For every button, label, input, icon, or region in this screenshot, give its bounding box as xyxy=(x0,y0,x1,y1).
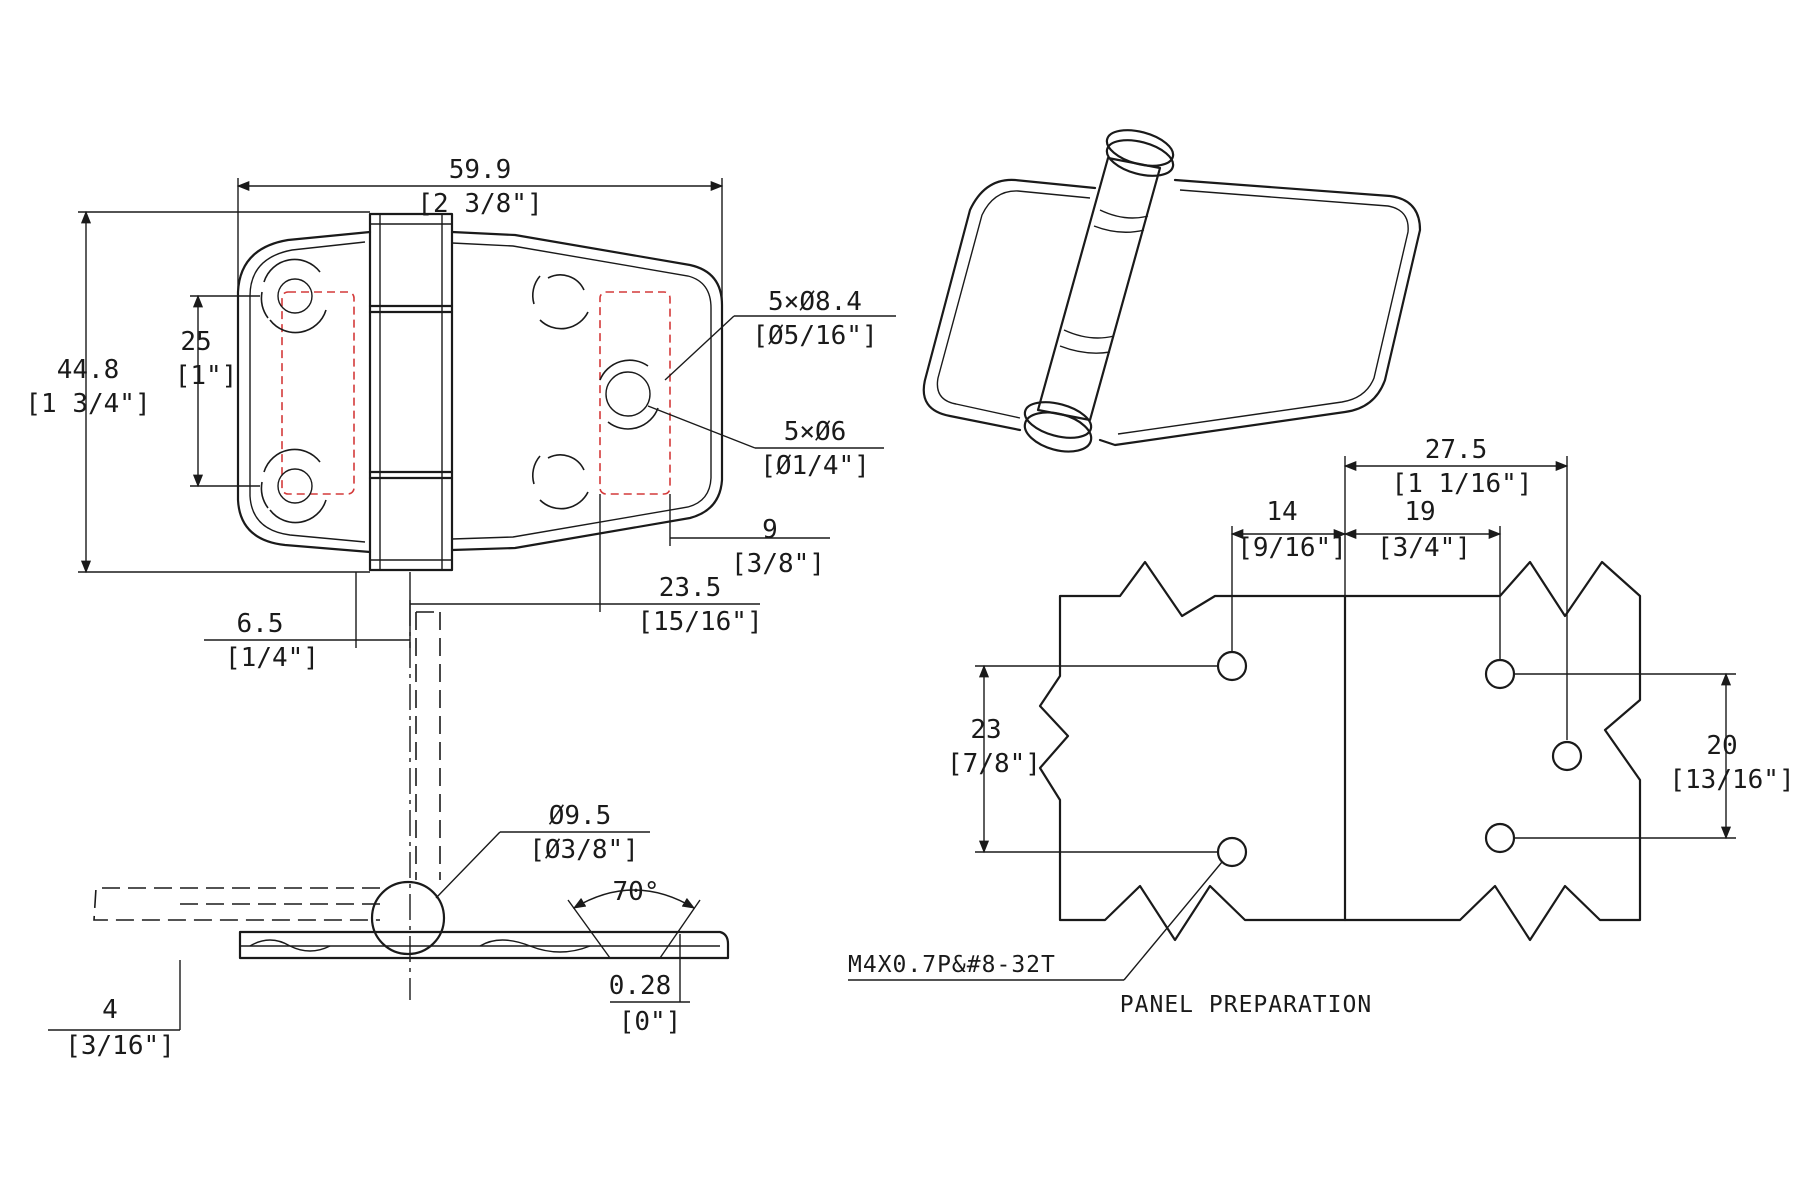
thread-note: M4X0.7P&#8-32T xyxy=(848,952,1056,978)
left-pocket-hidden xyxy=(281,291,355,495)
panel-preparation-view: 27.5 [1 1/16"] 14 [9/16"] 19 [3/4"] 23 [… xyxy=(848,435,1795,1018)
panel-left-spacing-dim: 23 xyxy=(970,715,1001,745)
leaf-height-dim: 4 xyxy=(102,995,118,1025)
overall-height-dim-inch: [1 3/4"] xyxy=(25,389,150,419)
front-view: 59.9 [2 3/8"] 44.8 [1 3/4"] 25 [1"] 5×Ø8… xyxy=(25,155,896,673)
knuckle-offset-dim: 6.5 xyxy=(237,609,284,639)
small-hole-callout: 5×Ø6 xyxy=(784,417,847,447)
panel-left-offset-dim-inch: [9/16"] xyxy=(1237,533,1347,563)
edge-offset-dim-inch: [3/8"] xyxy=(731,549,825,579)
overall-width-dim: 59.9 xyxy=(449,155,512,185)
panel-span-dim: 27.5 xyxy=(1425,435,1488,465)
large-hole-callout-inch: [Ø5/16"] xyxy=(752,321,877,351)
panel-left-offset-dim: 14 xyxy=(1266,497,1297,527)
hinge-knuckle xyxy=(368,212,454,572)
panel-hole-right-bottom xyxy=(1484,822,1516,854)
pin-diameter-dim: Ø9.5 xyxy=(549,801,612,831)
panel-right-offset-dim-inch: [3/4"] xyxy=(1377,533,1471,563)
panel-span-dim-inch: [1 1/16"] xyxy=(1392,469,1533,499)
overall-height-dim: 44.8 xyxy=(57,355,120,385)
right-leaf-inner xyxy=(451,242,712,540)
iso-left-leaf xyxy=(922,178,1097,432)
thickness-dim: 0.28 xyxy=(609,971,672,1001)
pin-diameter-dim-inch: [Ø3/8"] xyxy=(529,835,639,865)
hole-left-bottom xyxy=(260,448,327,524)
panel-hole-left-bottom xyxy=(1216,836,1248,868)
hole-right-bottom xyxy=(531,454,589,510)
panel-right-offset-dim: 19 xyxy=(1404,497,1435,527)
side-view: Ø9.5 [Ø3/8"] 70° 4 [3/16"] 0.28 [0"] xyxy=(48,600,730,1061)
hole-spacing-dim: 25 xyxy=(180,327,211,357)
hinge-pin xyxy=(370,880,446,956)
panel-right-spacing-dim-inch: [13/16"] xyxy=(1669,765,1794,795)
left-leaf-inner xyxy=(249,241,366,543)
right-pocket-hidden xyxy=(599,291,671,495)
panel-hole-right-top xyxy=(1484,658,1516,690)
leaf-height-dim-inch: [3/16"] xyxy=(65,1031,175,1061)
hole-right-middle xyxy=(599,359,659,430)
panel-preparation-title: PANEL PREPARATION xyxy=(1120,992,1372,1018)
panel-hole-right-middle xyxy=(1551,740,1583,772)
hole-spacing-dim-inch: [1"] xyxy=(175,361,238,391)
right-leaf-outline xyxy=(450,230,724,552)
thickness-dim-inch: [0"] xyxy=(619,1007,682,1037)
panel-hole-left-top xyxy=(1216,650,1248,682)
hole-left-top xyxy=(260,258,327,334)
knuckle-to-hole-dim-inch: [15/16"] xyxy=(637,607,762,637)
panel-outline xyxy=(1038,560,1642,942)
small-hole-callout-inch: [Ø1/4"] xyxy=(760,451,870,481)
hole-right-top xyxy=(531,274,589,330)
side-leaf-plate xyxy=(238,930,730,960)
overall-width-dim-inch: [2 3/8"] xyxy=(417,189,542,219)
panel-right-spacing-dim: 20 xyxy=(1706,731,1737,761)
opening-angle-dim: 70° xyxy=(613,877,660,907)
large-hole-callout: 5×Ø8.4 xyxy=(768,287,862,317)
knuckle-to-hole-dim: 23.5 xyxy=(659,573,722,603)
iso-barrel xyxy=(1036,156,1162,422)
isometric-view xyxy=(922,129,1422,453)
edge-offset-dim: 9 xyxy=(762,515,778,545)
knuckle-offset-dim-inch: [1/4"] xyxy=(225,643,319,673)
left-leaf-outline xyxy=(236,230,372,554)
panel-left-spacing-dim-inch: [7/8"] xyxy=(947,749,1041,779)
iso-right-leaf xyxy=(1098,178,1422,447)
